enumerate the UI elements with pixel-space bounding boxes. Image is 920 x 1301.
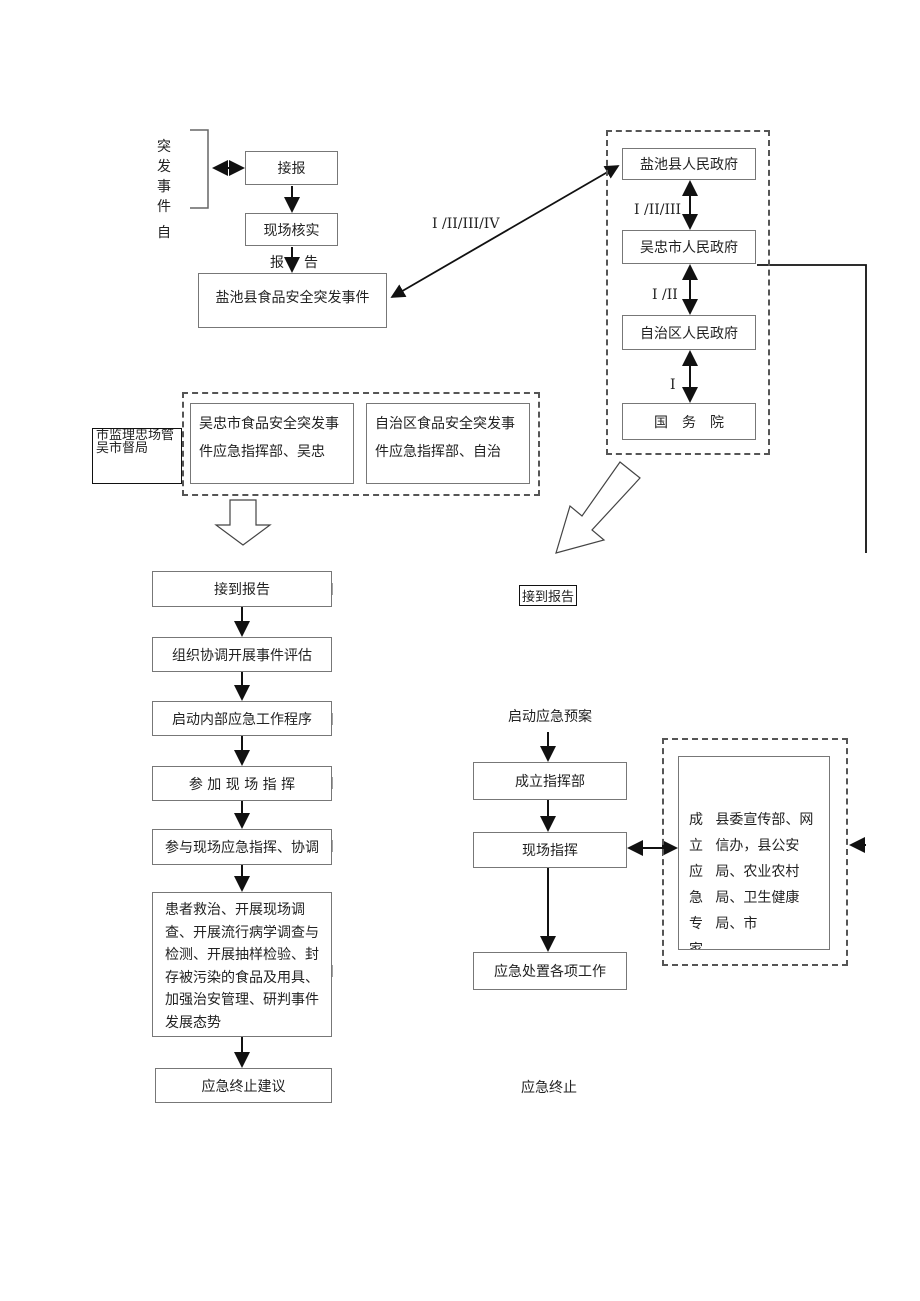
left-step: 启动内部应急工作程序 [152, 701, 332, 736]
gov-box: 吴忠市人民政府 [622, 230, 756, 264]
gov-box: 自治区人民政府 [622, 315, 756, 350]
region-hq-box: 自治区食品安全突发事件应急指挥部、自治 [366, 403, 530, 484]
report-received-label: 接到报告 [519, 585, 578, 606]
left-step-actions: 患者救治、开展现场调查、开展流行病学调查与检测、开展抽样检验、封存被污染的食品及… [152, 892, 332, 1037]
level-label: I /II/III [634, 202, 682, 218]
supervision-bureau-box: 市监理忠场管吴市督局 [92, 428, 182, 484]
receive-report-box: 接报 [245, 151, 338, 185]
on-site-command-box: 现场指挥 [473, 832, 627, 868]
expert-group-title: 成立应急专家组 [689, 812, 703, 950]
hollow-arrow-down-icon [214, 499, 272, 546]
left-step: 接到报告 [152, 571, 332, 607]
diagonal-double-arrow [390, 165, 620, 298]
report-label: 告 [304, 255, 318, 271]
gov-box: 盐池县人民政府 [622, 148, 756, 180]
left-step: 组织协调开展事件评估 [152, 637, 332, 672]
left-step: 参与现场应急指挥、协调 [152, 829, 332, 865]
source-label: 突发 事件 自 [157, 137, 179, 243]
level-label: I /II [652, 287, 678, 303]
verify-box: 现场核实 [245, 213, 338, 246]
source-line: 自 [157, 225, 171, 241]
county-incident-box: 盐池县食品安全突发事件 [198, 273, 387, 328]
left-step: 应急终止建议 [155, 1068, 332, 1103]
gov-box: 国 务 院 [622, 403, 756, 440]
establish-hq-box: 成立指挥部 [473, 762, 627, 800]
level-label: I /II/III/IV [432, 216, 500, 232]
report-label: 报 [270, 255, 284, 271]
left-step: 参 加 现 场 指 挥 [152, 766, 332, 801]
terminate-label: 应急终止 [521, 1080, 577, 1096]
source-line: 事件 [157, 179, 171, 215]
level-label: I [670, 377, 676, 393]
hq-group [182, 392, 540, 496]
activate-plan-label: 启动应急预案 [508, 709, 592, 725]
government-group [606, 130, 770, 455]
expert-group-box: 成立应急专家组 县委宣传部、网信办，县公安局、农业农村局、卫生健康局、市 [678, 756, 830, 950]
emergency-work-box: 应急处置各项工作 [473, 952, 627, 990]
city-hq-box: 吴忠市食品安全突发事件应急指挥部、吴忠 [190, 403, 354, 484]
source-bracket [190, 129, 209, 209]
source-line: 突发 [157, 139, 171, 175]
hollow-arrow-diagonal-icon [555, 461, 641, 554]
expert-group-members: 县委宣传部、网信办，县公安局、农业农村局、卫生健康局、市 [715, 812, 814, 932]
expert-group [662, 738, 848, 966]
connector-line [757, 264, 867, 553]
